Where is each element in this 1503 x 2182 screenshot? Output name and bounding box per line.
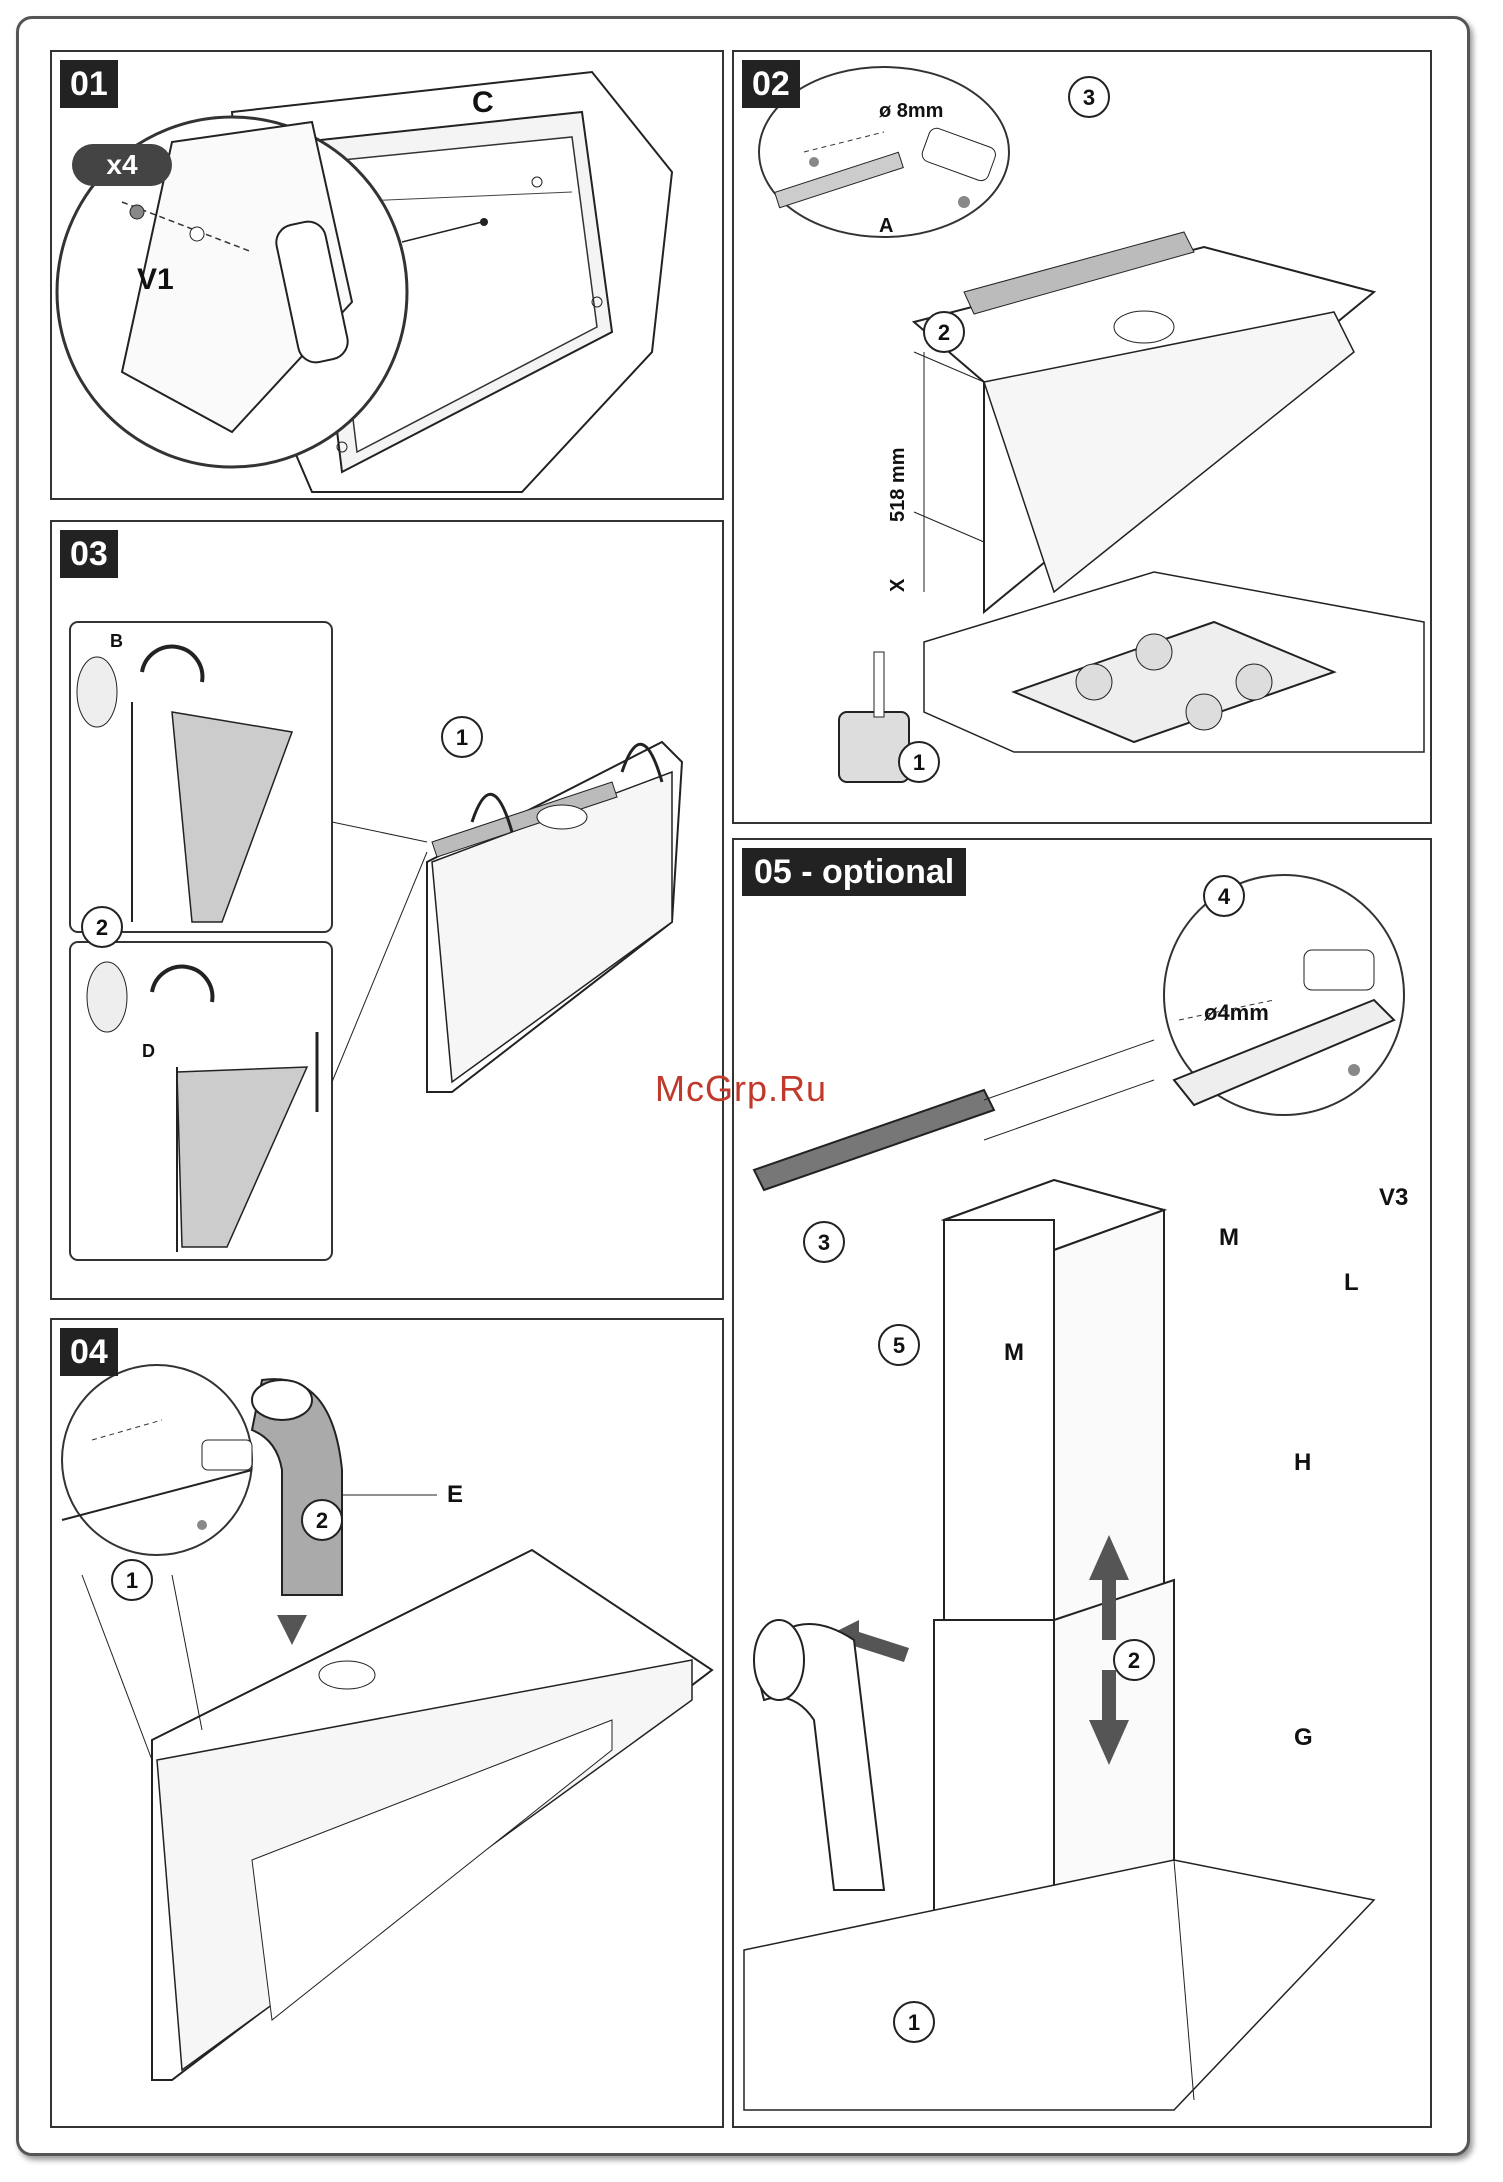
duct-label-e: E [447, 1481, 463, 1508]
callout-2: 2 [96, 915, 108, 940]
screw-label-m-upper: M [1219, 1224, 1239, 1251]
bracket-label-l: L [1344, 1269, 1359, 1296]
screw-label-v3: V3 [1379, 1184, 1408, 1211]
step-01-illustration: x4 V1 C [52, 52, 722, 498]
step-02-illustration: ø 8mm A 518 mm X 3 2 1 [734, 52, 1430, 822]
callout-2: 2 [1128, 1648, 1140, 1673]
distance-label-x: X [887, 578, 909, 592]
chimney-label-g: G [1294, 1724, 1313, 1751]
part-label-b: B [110, 631, 123, 651]
callout-3: 3 [1083, 85, 1095, 110]
part-label-d: D [142, 1041, 155, 1061]
step-number: 02 [742, 60, 800, 108]
callout-2: 2 [316, 1508, 328, 1533]
callout-5: 5 [893, 1333, 905, 1358]
step-number: 05 - optional [742, 848, 966, 896]
panel-step-05-optional: 05 - optional ø4mm V3 L H G [732, 838, 1432, 2128]
callout-1: 1 [126, 1568, 138, 1593]
drill-diameter-label: ø 8mm [879, 100, 943, 122]
quantity-badge: x4 [106, 149, 138, 180]
drill-diameter-label: ø4mm [1204, 1000, 1269, 1025]
part-label-c: C [472, 86, 494, 119]
panel-step-03: 03 B D 1 2 [50, 520, 724, 1300]
step-05-illustration: ø4mm V3 L H G M M 1 [734, 840, 1430, 2126]
chimney-label-h: H [1294, 1449, 1311, 1476]
step-number: 04 [60, 1328, 118, 1376]
step-number: 01 [60, 60, 118, 108]
callout-2: 2 [938, 320, 950, 345]
step-04-illustration: E 1 2 [52, 1320, 722, 2126]
panel-step-04: 04 E 1 2 [50, 1318, 724, 2128]
part-label-a: A [879, 215, 893, 237]
step-03-illustration: B D 1 2 [52, 522, 722, 1298]
callout-1: 1 [913, 750, 925, 775]
callout-3: 3 [818, 1230, 830, 1255]
callout-1: 1 [908, 2010, 920, 2035]
screw-label-m-lower: M [1004, 1339, 1024, 1366]
panel-step-01: 01 x4 V1 C [50, 50, 724, 500]
height-dimension: 518 mm [887, 448, 909, 523]
panel-step-02: 02 ø 8mm A 518 mm X 3 2 [732, 50, 1432, 824]
watermark: McGrp.Ru [655, 1068, 827, 1110]
step-number: 03 [60, 530, 118, 578]
callout-4: 4 [1218, 884, 1231, 909]
callout-1: 1 [456, 725, 468, 750]
screw-label-v1: V1 [137, 263, 174, 296]
